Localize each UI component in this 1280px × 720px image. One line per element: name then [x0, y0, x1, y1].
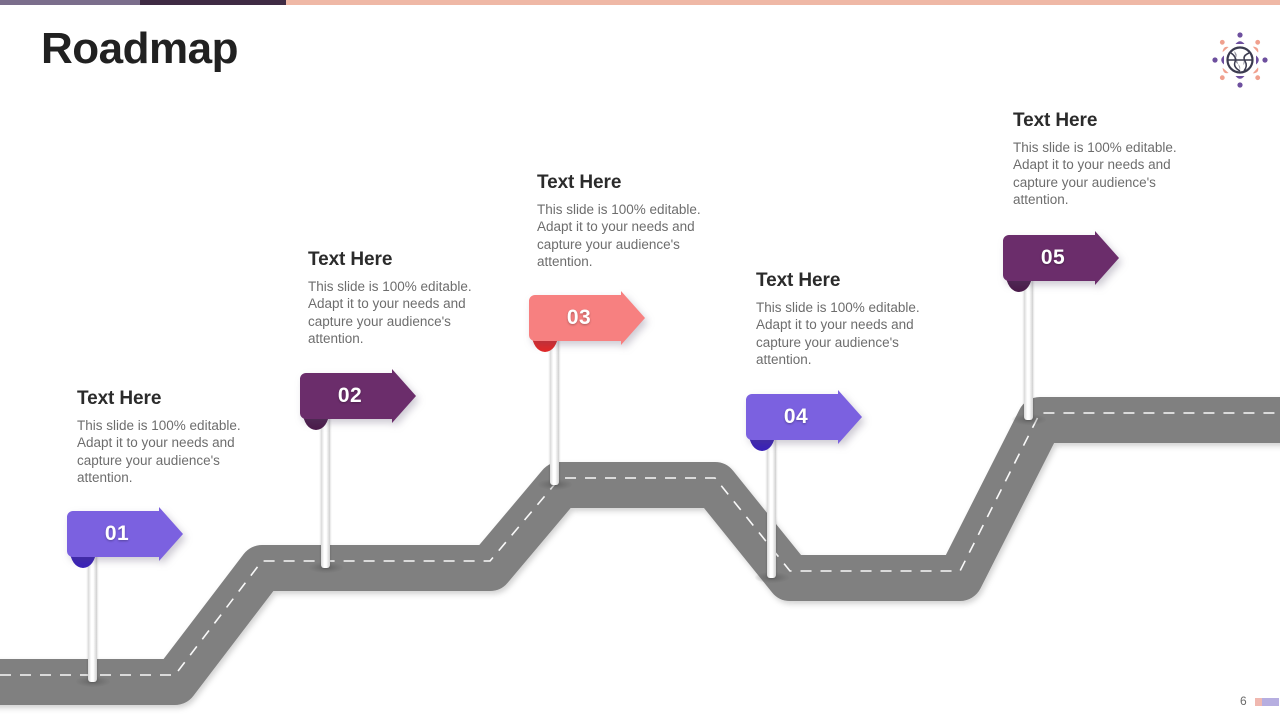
milestone-02-pole — [321, 392, 330, 568]
milestone-03-body: This slide is 100% editable. Adapt it to… — [537, 201, 701, 270]
milestone-04-pole — [767, 413, 776, 578]
page-number: 6 — [1240, 694, 1247, 708]
milestone-05-body: This slide is 100% editable. Adapt it to… — [1013, 139, 1177, 208]
milestone-02-text: Text Here This slide is 100% editable. A… — [308, 249, 498, 348]
milestone-01-text: Text Here This slide is 100% editable. A… — [77, 388, 267, 487]
accent-segment-2 — [140, 0, 286, 5]
milestone-02-body: This slide is 100% editable. Adapt it to… — [308, 278, 472, 347]
milestone-03-pole — [550, 314, 559, 485]
page-number-accent-bar — [1255, 698, 1279, 706]
page-accent-pink — [1255, 698, 1262, 706]
milestone-04-body: This slide is 100% editable. Adapt it to… — [756, 299, 920, 368]
page-title: Roadmap — [41, 24, 238, 73]
milestone-02-flag[interactable]: 02 — [300, 367, 418, 425]
milestone-01-pole — [88, 530, 97, 682]
milestone-01-heading: Text Here — [77, 388, 162, 409]
milestone-04-text: Text Here This slide is 100% editable. A… — [756, 270, 946, 369]
milestone-03-flag[interactable]: 03 — [529, 289, 647, 347]
milestone-01-body: This slide is 100% editable. Adapt it to… — [77, 417, 241, 486]
milestone-05-text: Text Here This slide is 100% editable. A… — [1013, 110, 1203, 209]
milestone-05-pole — [1024, 254, 1033, 420]
globe-people-logo-icon — [1204, 28, 1276, 92]
accent-segment-3 — [286, 0, 1280, 5]
milestone-03-heading: Text Here — [537, 172, 622, 193]
top-accent-bar — [0, 0, 1280, 5]
milestone-04-flag[interactable]: 04 — [746, 388, 864, 446]
milestone-03-text: Text Here This slide is 100% editable. A… — [537, 172, 727, 271]
milestone-05-flag[interactable]: 05 — [1003, 229, 1121, 287]
milestone-05-heading: Text Here — [1013, 110, 1098, 131]
milestone-02-heading: Text Here — [308, 249, 393, 270]
accent-segment-1 — [0, 0, 140, 5]
milestone-01-flag[interactable]: 01 — [67, 505, 185, 563]
milestone-04-heading: Text Here — [756, 270, 841, 291]
page-accent-purple — [1262, 698, 1279, 706]
